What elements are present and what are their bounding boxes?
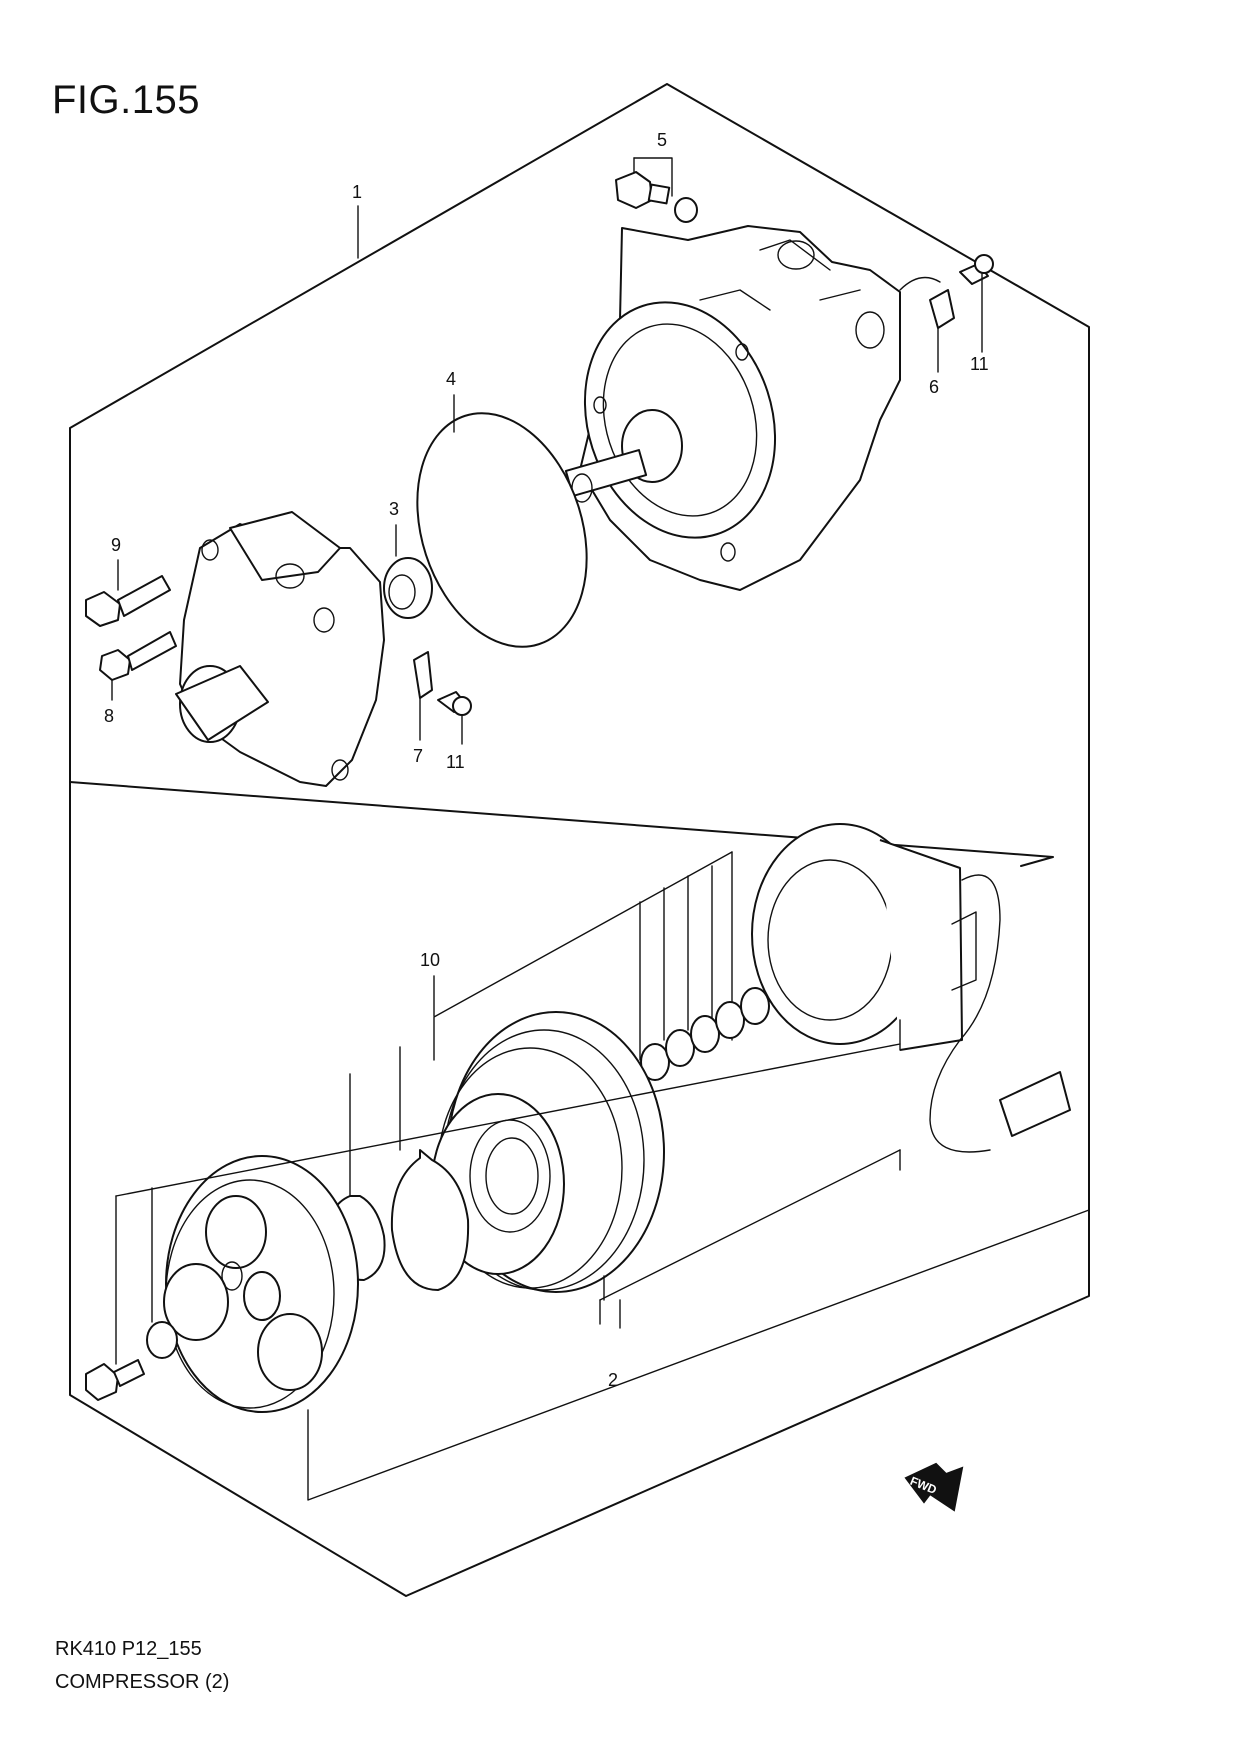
part-5-bolt <box>615 171 698 223</box>
armature-bolt <box>85 1359 145 1401</box>
part-4-oring <box>416 412 588 648</box>
armature-plate <box>163 1155 359 1413</box>
callout-labels: 1 2 3 4 5 6 7 8 9 10 11 11 <box>104 130 989 1390</box>
callout-4: 4 <box>446 369 456 389</box>
callout-10: 10 <box>420 950 440 970</box>
part-11-screw-lower <box>437 691 472 716</box>
callout-1: 1 <box>352 182 362 202</box>
callout-11-lower: 11 <box>446 752 465 772</box>
fwd-direction-badge: FWD <box>904 1462 964 1512</box>
callout-5: 5 <box>657 130 667 150</box>
section-title: COMPRESSOR (2) <box>55 1671 230 1693</box>
snap-ring-large <box>390 1149 470 1291</box>
callout-11-upper: 11 <box>970 354 989 374</box>
shim-rings <box>640 987 770 1081</box>
part-6-bracket <box>899 276 955 329</box>
callout-9: 9 <box>111 535 121 555</box>
callout-2: 2 <box>608 1370 618 1390</box>
field-coil <box>751 823 1071 1153</box>
compressor-body <box>564 225 901 591</box>
callout-3: 3 <box>389 499 399 519</box>
callout-8: 8 <box>104 706 114 726</box>
assembly-boundary-1 <box>69 83 1090 1597</box>
part-7-bracket <box>413 651 433 699</box>
group-divider <box>69 781 1054 867</box>
washer <box>146 1321 178 1359</box>
part-3-seal <box>383 557 433 619</box>
part-11-screw-upper <box>959 254 994 285</box>
callout-7: 7 <box>413 746 423 766</box>
part-8-bolt <box>99 631 177 681</box>
figure-title: FIG.155 <box>52 78 201 122</box>
model-code: RK410 P12_155 <box>55 1638 202 1660</box>
front-housing <box>175 511 385 787</box>
callout-6: 6 <box>929 377 939 397</box>
part-9-bolt <box>85 575 171 627</box>
